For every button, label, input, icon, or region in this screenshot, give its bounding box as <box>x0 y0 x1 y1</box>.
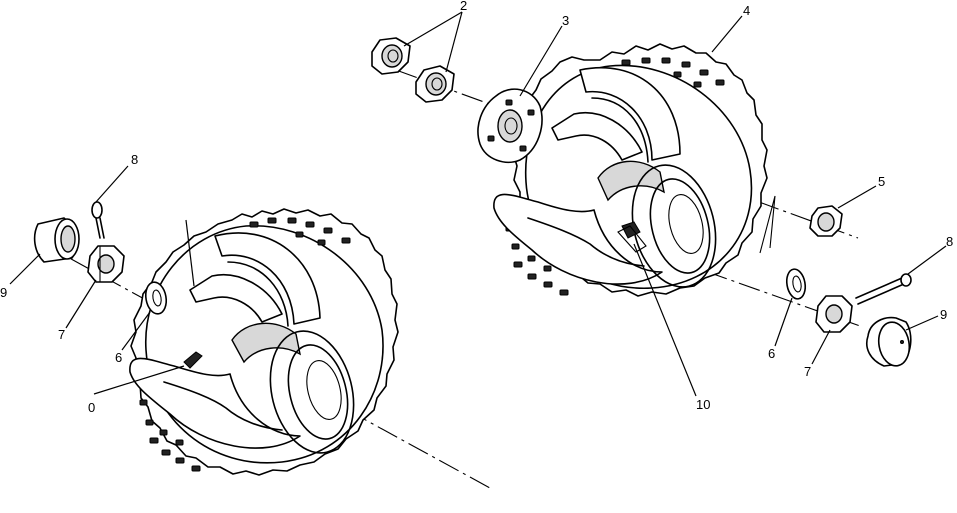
right-castle-nut <box>815 295 853 333</box>
left-rim-face-center <box>306 360 342 420</box>
callout-9-left: 9 <box>0 285 7 300</box>
left-rim-back-flange <box>214 232 321 325</box>
callout-6-right: 6 <box>768 346 775 361</box>
callout-10-left: 0 <box>88 400 95 415</box>
axis-offset-jog <box>759 195 776 254</box>
right-washer <box>785 268 807 300</box>
leader-10-right <box>633 243 697 397</box>
callout-8-left: 8 <box>131 152 138 167</box>
callout-8-right: 8 <box>946 234 953 249</box>
right-rim-back-flange <box>579 66 681 161</box>
leader-6-right <box>774 297 793 347</box>
left-rim-face-outer <box>269 330 355 454</box>
leader-9-left <box>9 253 41 285</box>
leader-6-left <box>121 311 151 351</box>
leader-9-right <box>905 315 939 331</box>
right-valve-stem-outline <box>617 225 647 253</box>
right-wheel-rim <box>493 66 717 288</box>
left-rim-face-inner <box>287 344 349 440</box>
leader-8-right <box>907 245 947 275</box>
callout-9-right: 9 <box>940 307 947 322</box>
left-castle-nut <box>87 245 125 283</box>
callout-6-left: 6 <box>115 350 122 365</box>
leader-2a <box>403 11 463 47</box>
left-rim-upper-segment <box>189 274 283 323</box>
left-rim-hub-barrel <box>231 322 301 364</box>
axle-nut <box>809 205 843 237</box>
leader-2b <box>445 11 463 73</box>
leader-4 <box>711 15 743 53</box>
right-rim-face-outer <box>631 164 717 288</box>
lug-nut-1 <box>371 37 411 75</box>
lug-nut-2 <box>415 65 455 103</box>
wheel-hub <box>477 88 543 164</box>
left-washer <box>144 281 168 315</box>
right-cotter-pin <box>855 273 912 305</box>
left-valve-stem <box>183 351 203 369</box>
left-rim-front-flange-inner <box>163 381 283 431</box>
left-hub-cap <box>33 217 80 263</box>
left-rim-back-flange-inner <box>227 261 289 327</box>
right-rim-face-inner <box>649 178 711 274</box>
right-rim-face-center <box>668 194 704 254</box>
callout-7-right: 7 <box>804 364 811 379</box>
callout-3: 3 <box>562 13 569 28</box>
leader-8-left <box>95 165 129 203</box>
callout-5: 5 <box>878 174 885 189</box>
right-rim-upper-segment <box>551 112 643 161</box>
callout-7-left: 7 <box>58 327 65 342</box>
leader-5 <box>837 185 877 209</box>
leader-3 <box>519 25 563 97</box>
leader-7-left <box>65 279 97 329</box>
callout-4: 4 <box>743 3 750 18</box>
right-valve-stem <box>621 221 641 239</box>
right-rim-back-flange-inner <box>591 97 649 163</box>
leader-1-top <box>185 219 195 287</box>
left-cotter-pin <box>91 201 105 239</box>
right-rim-front-flange-inner <box>527 217 645 267</box>
callout-2: 2 <box>460 0 467 13</box>
left-wheel-rim <box>129 232 355 454</box>
leader-lines <box>9 11 947 397</box>
leader-10-left <box>93 365 185 395</box>
right-hub-cap <box>866 316 912 367</box>
leader-7-right <box>811 329 831 365</box>
callout-10-right: 10 <box>696 397 710 412</box>
left-tire-tread-knobs <box>139 217 351 472</box>
